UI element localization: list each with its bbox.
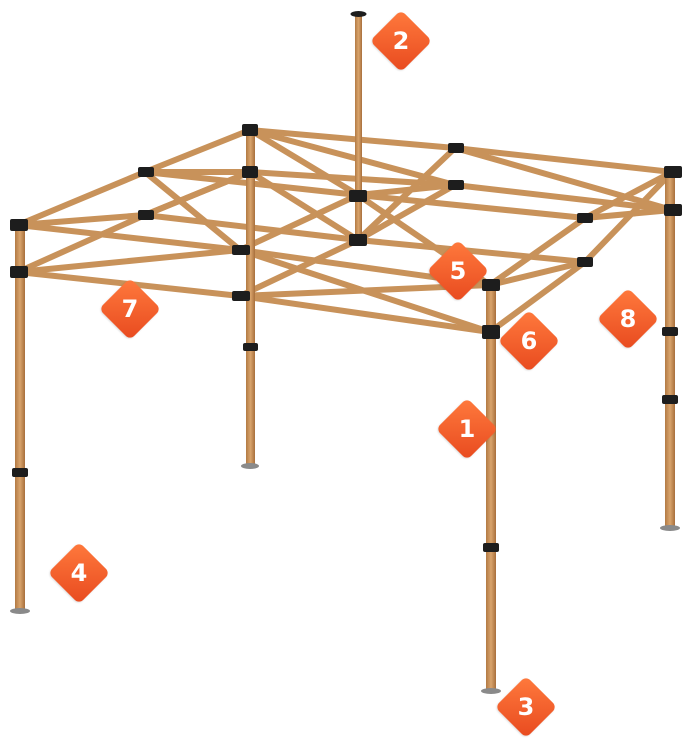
callout-1: 1 bbox=[435, 397, 499, 461]
callout-5: 5 bbox=[426, 239, 490, 303]
callout-number: 1 bbox=[459, 417, 476, 441]
callout-number: 7 bbox=[122, 297, 139, 321]
callout-6: 6 bbox=[497, 309, 561, 373]
callout-7: 7 bbox=[98, 277, 162, 341]
callout-3: 3 bbox=[494, 675, 558, 739]
legs bbox=[15, 130, 675, 690]
callout-number: 4 bbox=[71, 561, 88, 585]
leg-adjusters bbox=[12, 327, 678, 552]
callout-number: 8 bbox=[620, 307, 637, 331]
callout-4: 4 bbox=[47, 541, 111, 605]
callout-number: 5 bbox=[450, 259, 467, 283]
callout-8: 8 bbox=[596, 287, 660, 351]
callout-number: 6 bbox=[521, 329, 538, 353]
callout-number: 3 bbox=[518, 695, 535, 719]
centre-pole bbox=[351, 11, 367, 240]
callout-2: 2 bbox=[369, 9, 433, 73]
callout-number: 2 bbox=[393, 29, 410, 53]
